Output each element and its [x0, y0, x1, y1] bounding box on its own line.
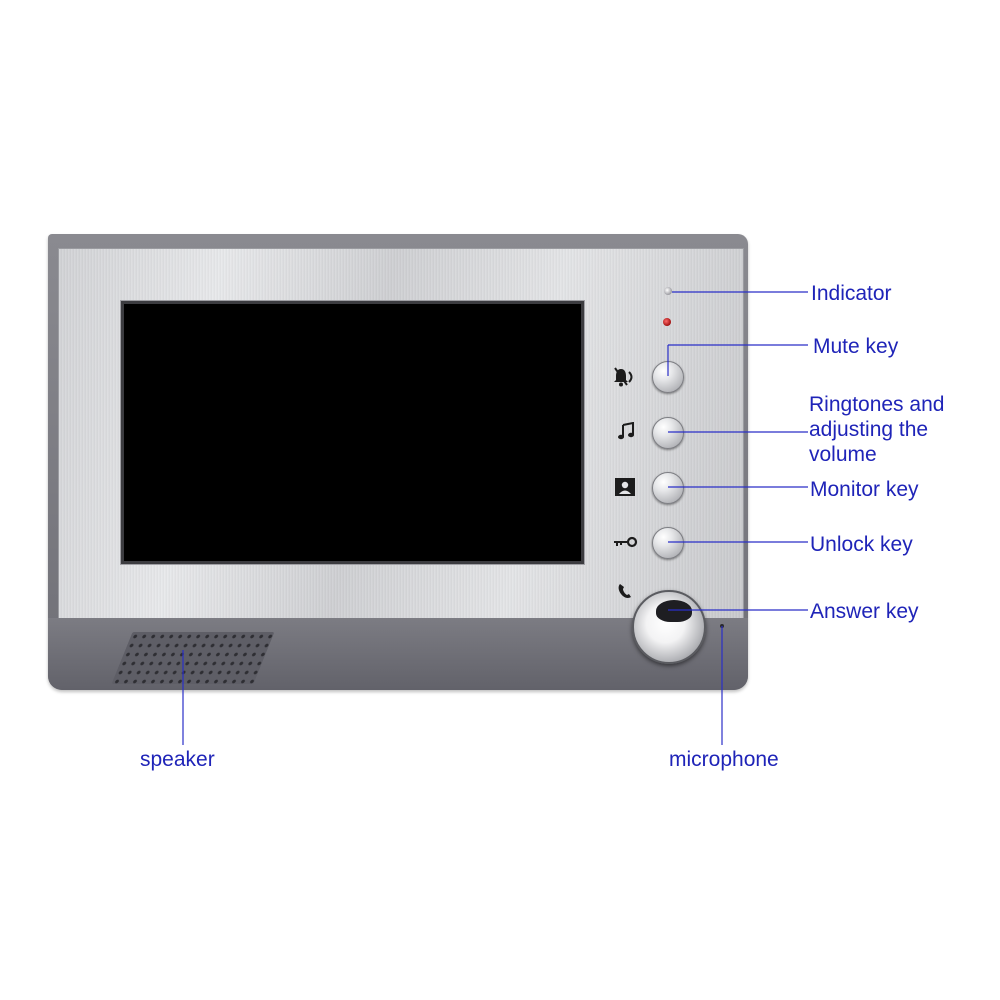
indicator-led-red [663, 318, 671, 326]
label-speaker: speaker [140, 748, 215, 771]
ringtone-volume-key[interactable] [652, 417, 684, 449]
key-icon [614, 536, 638, 548]
indicator-light [664, 287, 672, 295]
label-monitor-key: Monitor key [810, 478, 919, 501]
phone-handset-icon [618, 584, 631, 598]
label-microphone: microphone [669, 748, 779, 771]
label-ringtones-volume: Ringtones and adjusting the volume [809, 393, 945, 466]
label-indicator: Indicator [811, 282, 892, 305]
label-mute-key: Mute key [813, 335, 899, 358]
person-portrait-icon [615, 478, 635, 496]
monitor-key[interactable] [652, 472, 684, 504]
label-answer-key: Answer key [810, 600, 919, 623]
label-unlock-key: Unlock key [810, 533, 913, 556]
bell-mute-icon [614, 367, 633, 387]
music-note-icon [618, 422, 634, 440]
display-screen [121, 301, 584, 564]
answer-key[interactable] [632, 590, 706, 664]
unlock-key[interactable] [652, 527, 684, 559]
